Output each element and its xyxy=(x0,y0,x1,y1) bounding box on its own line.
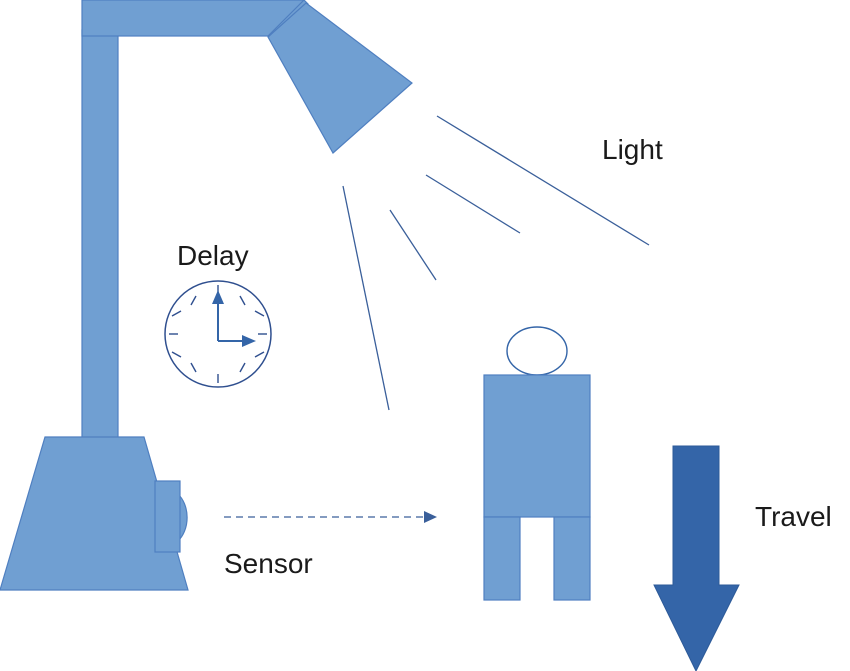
base-body xyxy=(0,436,189,591)
light-rays xyxy=(342,115,650,411)
light-ray xyxy=(436,115,650,246)
clock-icon xyxy=(164,280,272,388)
base-unit xyxy=(0,436,189,591)
person-leg-right xyxy=(553,516,591,601)
sensor-label: Sensor xyxy=(224,548,313,579)
clock-ticks xyxy=(169,285,267,383)
sensor-beam xyxy=(224,511,437,523)
lamp-fixture xyxy=(81,0,413,439)
person-leg-left xyxy=(483,516,521,601)
light-ray xyxy=(425,174,521,234)
clock-hour-arrowhead xyxy=(242,335,256,347)
lamp-arm xyxy=(81,0,305,37)
clock-hands xyxy=(217,300,245,342)
lamp-shade xyxy=(267,2,413,154)
light-ray xyxy=(389,209,437,281)
light-ray xyxy=(342,185,390,411)
clock-minute-arrowhead xyxy=(212,290,224,304)
person-body xyxy=(483,374,591,518)
person-head xyxy=(506,326,568,376)
light-label: Light xyxy=(602,134,663,165)
delay-label: Delay xyxy=(177,240,249,271)
sensor-beam-arrowhead xyxy=(424,511,437,523)
lamp-pole xyxy=(81,29,119,439)
travel-label: Travel xyxy=(755,501,832,532)
down-arrow xyxy=(653,445,740,671)
person-figure xyxy=(483,326,591,601)
sensor-housing xyxy=(154,480,181,553)
